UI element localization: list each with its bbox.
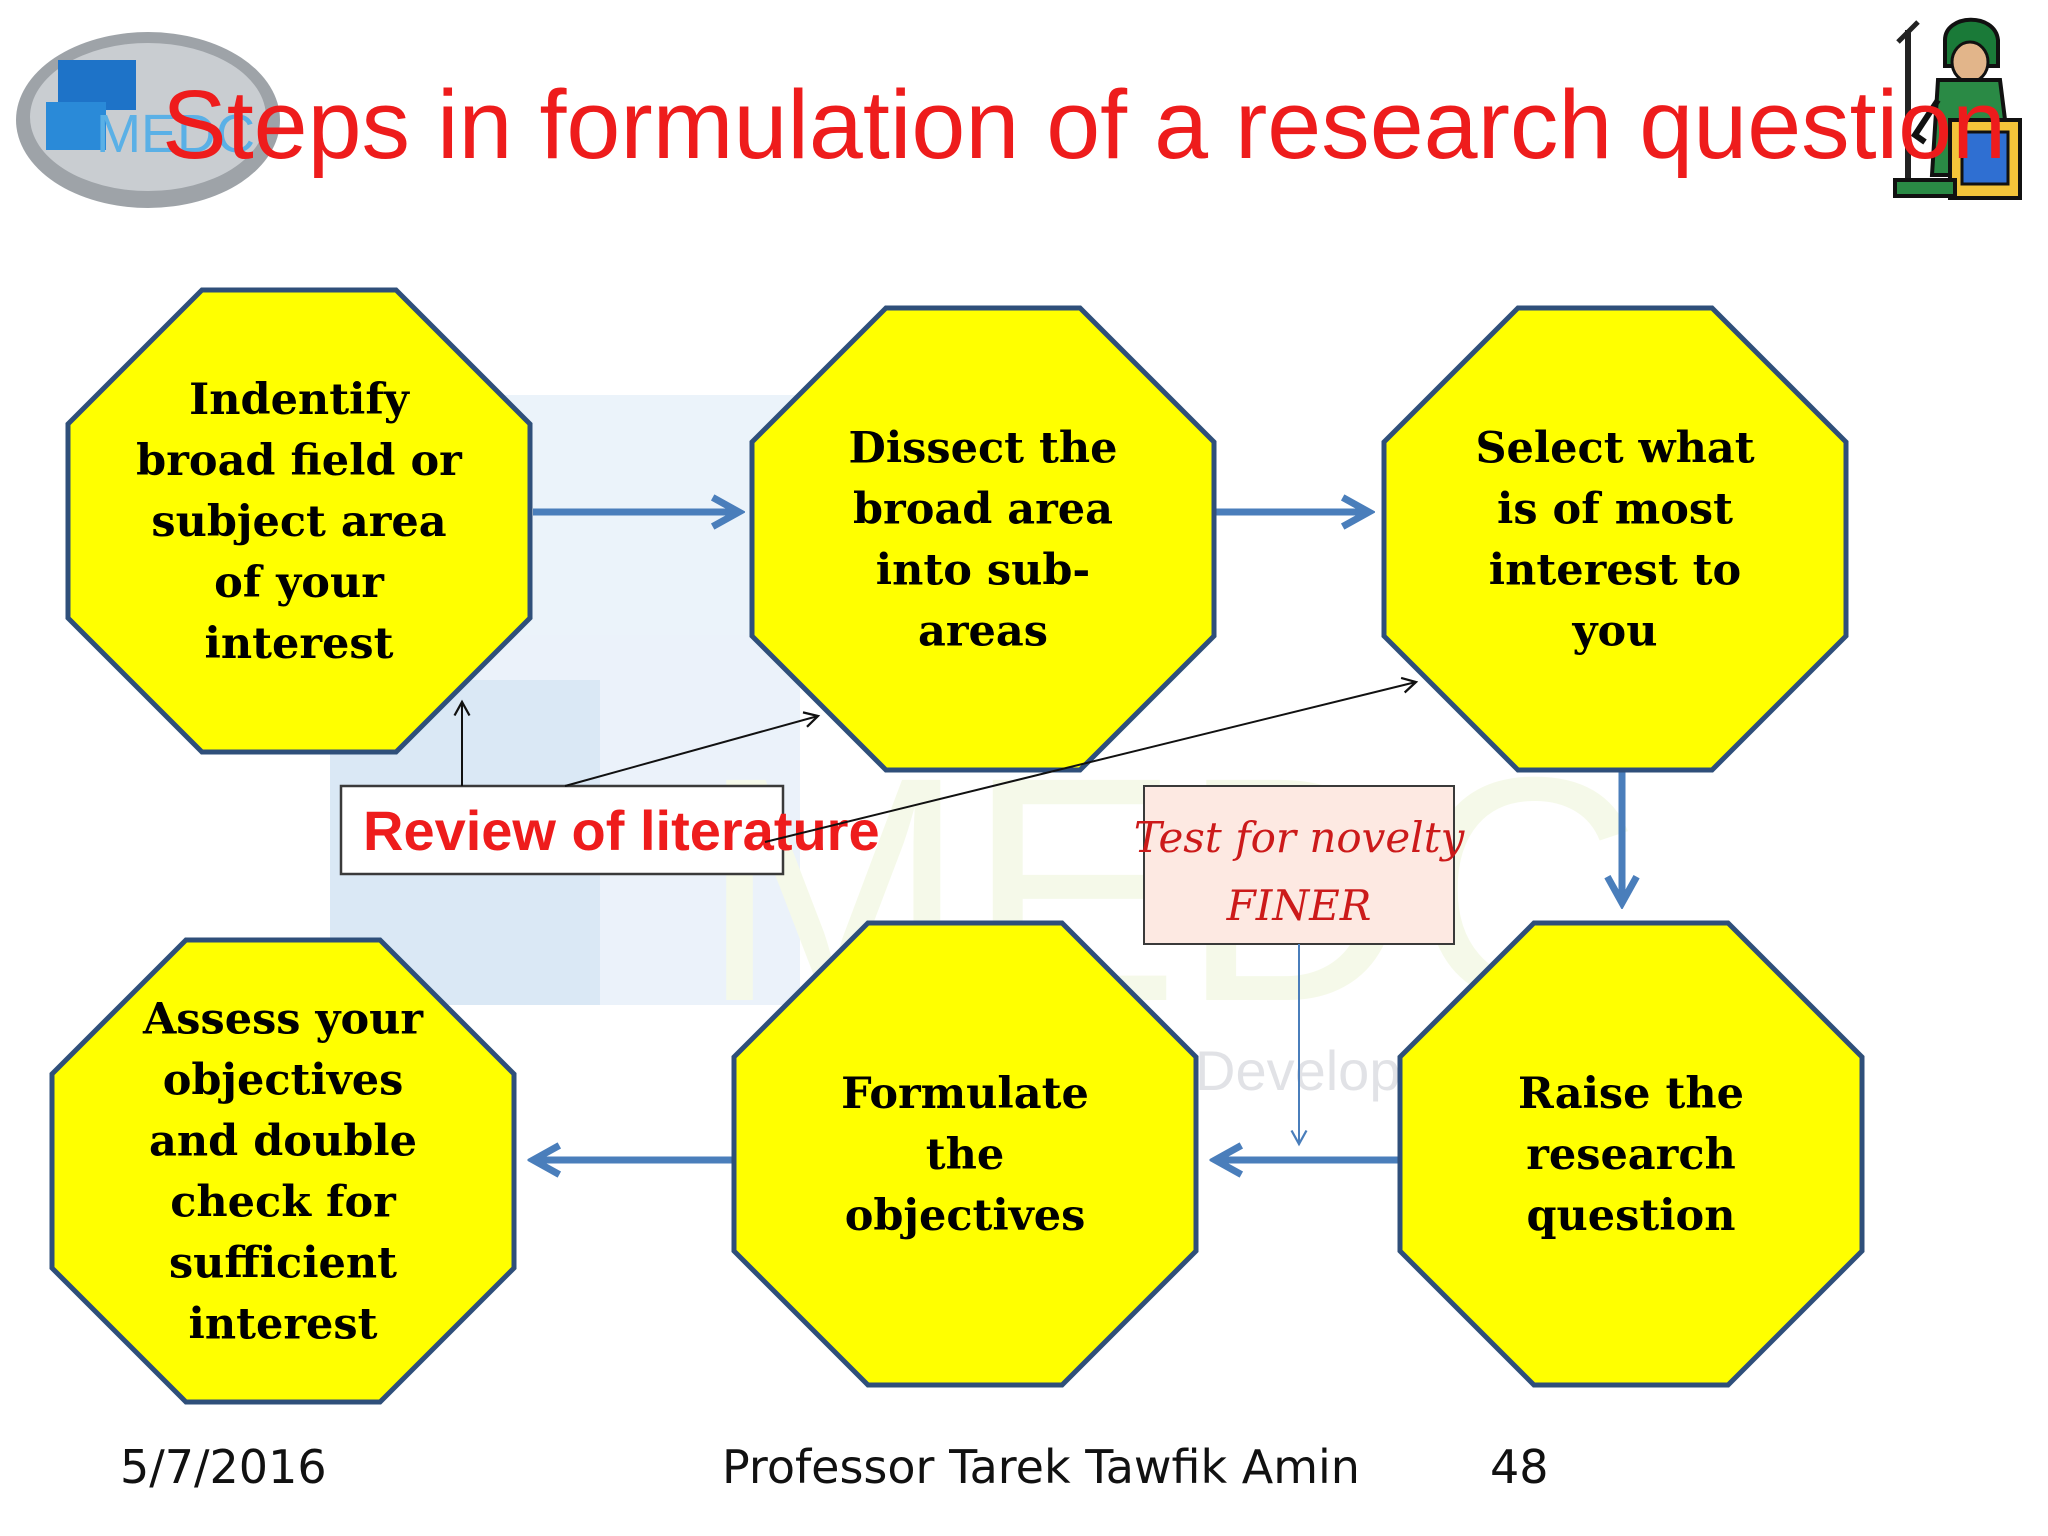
octagon-shape (1381, 305, 1849, 773)
test-box-line-2: FINER (1226, 881, 1372, 930)
footer-date: 5/7/2016 (120, 1440, 327, 1494)
review-of-literature-box: Review of literature (339, 784, 880, 876)
footer-author: Professor Tarek Tawfik Amin (722, 1440, 1360, 1494)
step-text-line: the (926, 1130, 1004, 1180)
pharaoh-icon (1893, 17, 2022, 200)
step-text-line: check for (170, 1178, 397, 1228)
step-text-line: interest (205, 619, 394, 669)
octagon-shape (749, 305, 1217, 773)
octagon-shape (49, 937, 517, 1405)
step-text-line: Indentify (189, 375, 411, 425)
medc-logo: MEDC (16, 32, 280, 208)
step-text-line: Select what (1475, 424, 1754, 474)
step-text-line: you (1572, 607, 1658, 657)
test-novelty-box: Test for novelty FINER (1134, 785, 1466, 1147)
step-text-line: areas (918, 607, 1048, 657)
step-text-line: Formulate (841, 1069, 1089, 1119)
footer-page-number: 48 (1490, 1440, 1549, 1494)
step-text-line: interest (189, 1300, 378, 1350)
step-formulate-objectives: Formulate the objectives (731, 920, 1199, 1388)
logo-text: MEDC (96, 104, 255, 164)
step-assess-objectives: Assess your objectives and double check for… (49, 937, 517, 1405)
octagon-shape (1397, 920, 1865, 1388)
step-text-line: objectives (163, 1056, 404, 1106)
step-identify-field: Indentify broad field or subject area of yo… (65, 287, 533, 755)
octagon-shape (65, 287, 533, 755)
step-text-line: into sub- (876, 546, 1091, 596)
review-arrow-to-step2 (564, 711, 821, 787)
octagon-group: Indentify broad field or subject area of yo… (49, 287, 1865, 1405)
review-arrows (453, 676, 1419, 843)
step-text-line: and double (149, 1117, 417, 1167)
step-text-line: broad field or (136, 436, 463, 486)
step-text-line: Assess your (142, 995, 424, 1045)
step-text-line: Dissect the (849, 424, 1118, 474)
step-text-line: interest to (1489, 546, 1741, 596)
step-text-line: question (1526, 1191, 1735, 1241)
step-raise-question: Raise the research question (1397, 920, 1865, 1388)
step-text-line: research (1526, 1130, 1736, 1180)
step-text-line: is of most (1497, 485, 1733, 535)
step-text-line: Raise the (1518, 1069, 1744, 1119)
watermark-subtext: Develop (1195, 1039, 1400, 1102)
test-box-line-1: Test for novelty (1134, 813, 1466, 862)
flow-arrows (533, 512, 1622, 1160)
page-title: Steps in formulation of a research quest… (162, 70, 2007, 179)
step-text-line: of your (214, 558, 385, 608)
step-text-line: objectives (845, 1191, 1086, 1241)
step-text-line: subject area (151, 497, 446, 547)
review-label: Review of literature (363, 799, 880, 862)
review-arrow-to-step3 (764, 676, 1419, 843)
octagon-shape (731, 920, 1199, 1388)
step-dissect-area: Dissect the broad area into sub-areas (749, 305, 1217, 773)
step-text-line: broad area (853, 485, 1113, 535)
step-text-line: sufficient (169, 1239, 397, 1289)
step-select-interest: Select what is of most interest to you (1381, 305, 1849, 773)
